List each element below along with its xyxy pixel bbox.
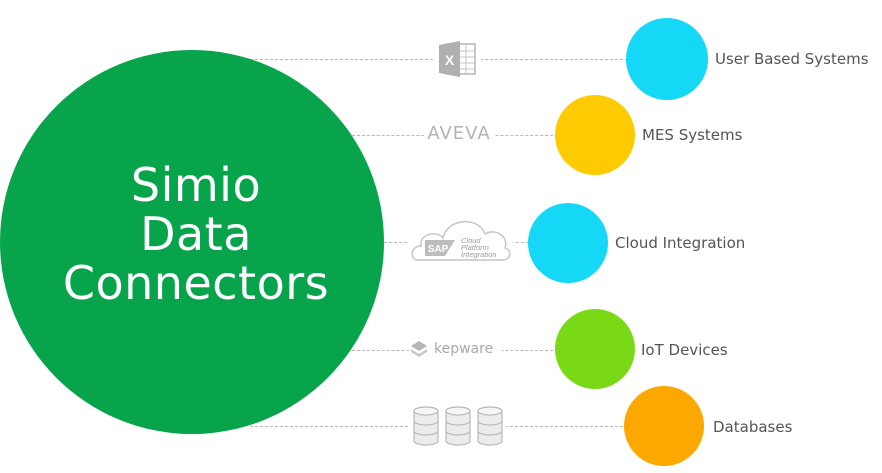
svg-text:Cloud: Cloud (461, 236, 481, 245)
aveva-logo: AVEVA (424, 123, 494, 147)
label-cloud-integration: Cloud Integration (615, 234, 746, 252)
kepware-logo-text: kepware (434, 341, 494, 357)
label-user-based-systems: User Based Systems (715, 50, 869, 68)
label-mes-systems: MES Systems (642, 126, 743, 144)
sap-cloud-logo: SAP Cloud Platform Integration (409, 210, 513, 266)
node-cloud-integration (528, 203, 608, 283)
hub-title-line-2: Data (140, 206, 252, 261)
node-user-based-systems (626, 18, 708, 100)
hub-circle: Simio Data Connectors (0, 50, 384, 434)
hub-title-line-1: Simio (130, 157, 262, 212)
node-iot-devices (555, 309, 635, 389)
node-mes-systems (555, 95, 635, 175)
label-databases: Databases (713, 418, 793, 436)
kepware-logo: kepware (410, 339, 502, 361)
svg-text:X: X (445, 52, 455, 68)
svg-text:SAP: SAP (428, 244, 449, 255)
aveva-logo-text: AVEVA (427, 123, 491, 144)
svg-text:Platform: Platform (461, 243, 489, 252)
database-icon (410, 405, 506, 447)
hub-title-line-3: Connectors (62, 255, 330, 310)
label-iot-devices: IoT Devices (641, 341, 728, 359)
hub-title: Simio Data Connectors (62, 157, 330, 310)
node-databases (624, 386, 704, 466)
svg-text:Integration: Integration (461, 250, 496, 259)
excel-icon: X (433, 40, 481, 78)
